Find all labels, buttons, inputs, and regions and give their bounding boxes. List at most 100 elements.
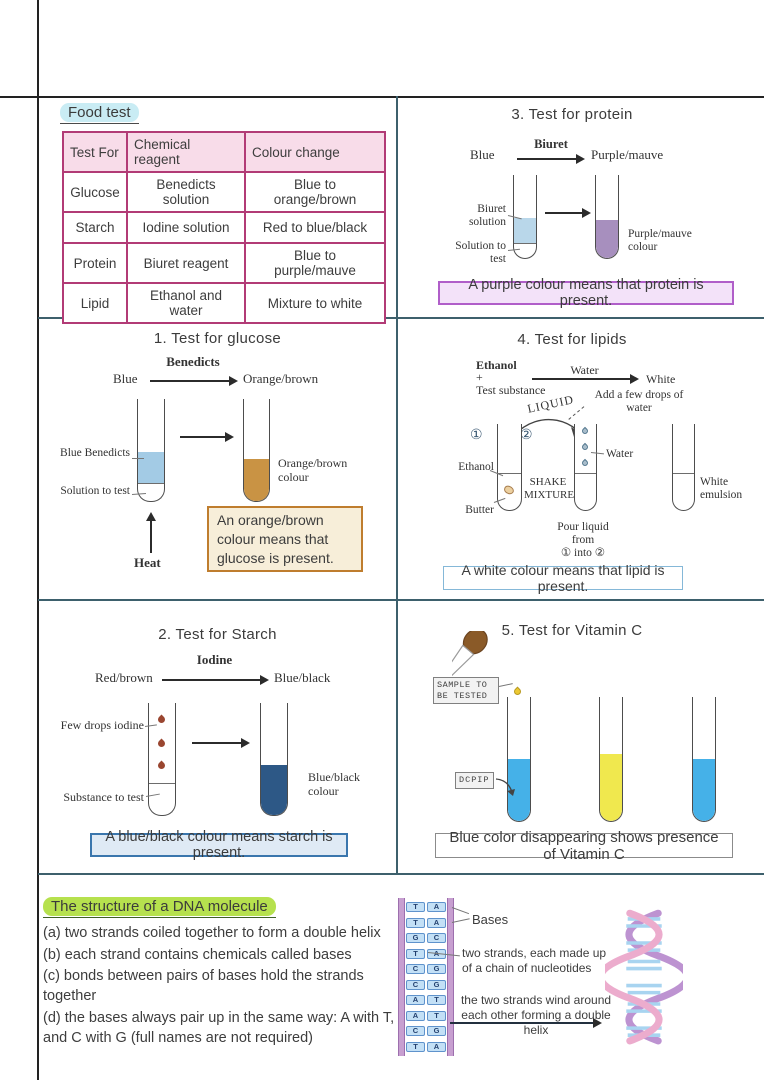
starch-callout: A blue/black colour means starch is pres… bbox=[90, 829, 348, 861]
few-drops-iodine-label: Few drops iodine bbox=[60, 718, 144, 732]
lipids-from-3: Test substance bbox=[476, 383, 546, 397]
protein-reaction-to: Purple/mauve bbox=[591, 147, 664, 162]
dna-point-d: (d) the bases always pair up in the same… bbox=[43, 1009, 395, 1046]
shake-mixture-label: SHAKE MIXTURE bbox=[524, 476, 575, 501]
arrow-icon bbox=[532, 374, 639, 384]
table-row: Protein Biuret reagent Blue to purple/ma… bbox=[62, 242, 386, 284]
table-cell: Glucose bbox=[62, 171, 128, 213]
table-cell: Mixture to white bbox=[244, 282, 386, 324]
dna-point-b: (b) each strand contains chemicals calle… bbox=[43, 946, 352, 963]
base-right: G bbox=[427, 979, 446, 990]
vitaminc-tube-2 bbox=[599, 697, 623, 822]
lipids-reaction-to: White bbox=[646, 372, 676, 386]
blue-black-fill bbox=[261, 765, 287, 815]
base-right: T bbox=[427, 1010, 446, 1021]
wind-around-label: the two strands wind around each other f… bbox=[460, 993, 612, 1037]
base-right: G bbox=[427, 1026, 446, 1037]
glucose-tube-before bbox=[137, 399, 165, 502]
benedicts-band bbox=[138, 452, 164, 483]
base-left: T bbox=[406, 902, 425, 912]
biuret-solution-label: Biuret solution bbox=[468, 203, 506, 228]
dna-title: The structure of a DNA molecule bbox=[43, 897, 276, 918]
orange-brown-colour-label: Orange/brown colour bbox=[278, 456, 348, 484]
yellow-fill bbox=[600, 754, 622, 821]
food-test-table: Test For Chemical reagent Colour change … bbox=[62, 131, 386, 324]
table-row: Glucose Benedicts solution Blue to orang… bbox=[62, 171, 386, 213]
table-cell: Ethanol and water bbox=[126, 282, 246, 324]
substance-to-test-label: Substance to test bbox=[63, 790, 144, 804]
table-cell: Blue to purple/mauve bbox=[244, 242, 386, 284]
butter-label: Butter bbox=[465, 504, 494, 516]
add-drops-label: Add a few drops of water bbox=[594, 389, 684, 414]
lipids-from-1: Ethanol bbox=[476, 358, 517, 372]
glucose-tube-after bbox=[243, 399, 270, 502]
vitaminc-tube-3 bbox=[692, 697, 716, 822]
protein-callout: A purple colour means that protein is pr… bbox=[438, 277, 734, 309]
arrow-icon bbox=[517, 154, 585, 164]
glucose-callout: An orange/brown colour means that glucos… bbox=[207, 506, 363, 572]
arrow-icon bbox=[162, 675, 269, 685]
heat-label: Heat bbox=[134, 555, 161, 570]
liquid-line bbox=[149, 783, 175, 785]
table-cell: Lipid bbox=[62, 282, 128, 324]
leader-line bbox=[451, 907, 470, 915]
glucose-reaction-reagent: Benedicts bbox=[166, 354, 220, 369]
vitaminc-tube-1 bbox=[507, 697, 531, 822]
table-header-cell: Test For bbox=[62, 131, 128, 173]
protein-reaction-reagent: Biuret bbox=[534, 137, 568, 151]
base-left: T bbox=[406, 948, 425, 959]
pour-line-1: Pour liquid bbox=[557, 521, 609, 533]
lipids-tube-1 bbox=[497, 424, 522, 511]
helix-arrow-icon bbox=[450, 1018, 602, 1028]
vitaminc-callout: Blue color disappearing shows presence o… bbox=[435, 829, 733, 863]
lipids-callout: A white colour means that lipid is prese… bbox=[443, 562, 683, 594]
purple-mauve-fill bbox=[596, 220, 618, 258]
glucose-section-title: 1. Test for glucose bbox=[153, 330, 282, 347]
arrow-icon bbox=[180, 432, 234, 442]
protein-tube-after bbox=[595, 175, 619, 259]
base-left: C bbox=[406, 1026, 425, 1037]
starch-reaction-to: Blue/black bbox=[274, 670, 331, 685]
base-right: A bbox=[427, 917, 446, 928]
heat-arrow-icon bbox=[146, 512, 156, 553]
dna-title-highlight: The structure of a DNA molecule bbox=[43, 897, 276, 916]
table-row: Lipid Ethanol and water Mixture to white bbox=[62, 282, 386, 324]
grid-divider-h1 bbox=[38, 317, 764, 319]
base-left: C bbox=[406, 964, 425, 975]
sample-tag: SAMPLE TO BE TESTED bbox=[433, 677, 499, 704]
base-left: T bbox=[406, 917, 425, 928]
liquid-line bbox=[514, 243, 536, 245]
base-left: G bbox=[406, 933, 425, 944]
pour-line-3: ① into ② bbox=[560, 547, 606, 559]
food-test-title-highlight: Food test bbox=[60, 103, 139, 122]
base-left: A bbox=[406, 1010, 425, 1021]
food-test-title: Food test bbox=[60, 103, 139, 124]
arrow-icon bbox=[150, 376, 238, 386]
grid-divider-h3 bbox=[38, 873, 764, 875]
purple-mauve-colour-label: Purple/mauve colour bbox=[628, 228, 692, 253]
base-right: T bbox=[427, 995, 446, 1006]
starch-reaction-reagent: Iodine bbox=[196, 652, 233, 667]
margin-line bbox=[37, 0, 39, 1080]
lipids-tube-3 bbox=[672, 424, 695, 511]
two-strands-label: two strands, each made up of a chain of … bbox=[462, 946, 607, 975]
lipids-reaction-reagent: Water bbox=[570, 363, 599, 377]
blue-black-colour-label: Blue/black colour bbox=[308, 770, 360, 798]
dna-point-a: (a) two strands coiled together to form … bbox=[43, 925, 381, 941]
double-helix-icon bbox=[605, 909, 683, 1045]
table-row: Starch Iodine solution Red to blue/black bbox=[62, 211, 386, 244]
arrow-icon bbox=[192, 738, 250, 748]
starch-tube-after bbox=[260, 703, 288, 816]
protein-reaction-from: Blue bbox=[470, 147, 495, 162]
table-cell: Benedicts solution bbox=[126, 171, 246, 213]
top-rule-line bbox=[0, 96, 764, 98]
table-cell: Iodine solution bbox=[126, 211, 246, 244]
lipids-section-title: 4. Test for lipids bbox=[517, 331, 627, 348]
dropper-icon bbox=[452, 631, 488, 683]
liquid-line bbox=[673, 473, 694, 475]
table-cell: Protein bbox=[62, 242, 128, 284]
starch-reaction-from: Red/brown bbox=[95, 670, 153, 685]
